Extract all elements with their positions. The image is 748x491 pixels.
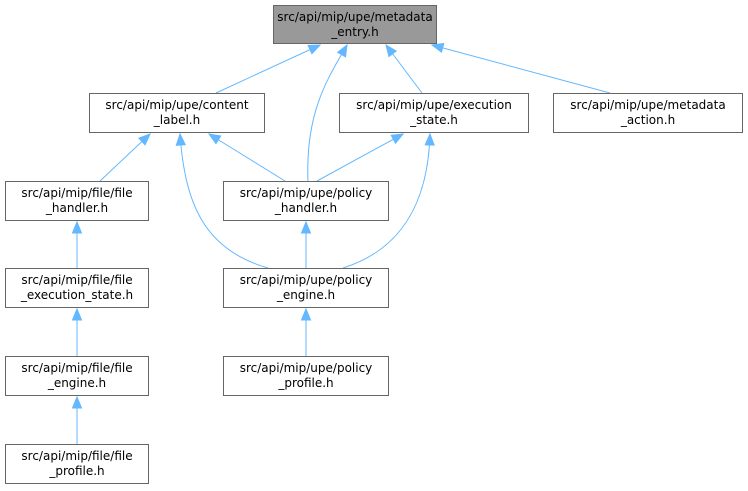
edge-execution_state-to-metadata_entry [385,43,423,94]
node-label-line: src/api/mip/upe/policy [239,186,373,200]
node-metadata-entry: src/api/mip/upe/metadata_entry.h [273,5,437,44]
edge-line [179,133,269,269]
node-policy-handler[interactable]: src/api/mip/upe/policy_handler.h [223,181,389,221]
node-label-line: _engine.h [276,288,336,302]
edge-policy_engine-to-content_label [175,132,269,269]
node-file-profile[interactable]: src/api/mip/file/file_profile.h [5,444,149,484]
node-label-line: _state.h [410,113,458,127]
node-policy-profile[interactable]: src/api/mip/upe/policy_profile.h [223,356,389,396]
node-content-label[interactable]: src/api/mip/upe/content_label.h [89,93,265,133]
edge-content_label-to-metadata_entry [215,44,322,94]
edge-arrowhead [300,220,312,234]
edge-policy_engine-to-execution_state [342,132,435,269]
edge-arrowhead [336,43,348,58]
node-label-line: src/api/mip/upe/execution [356,98,512,112]
node-label-line: _handler.h [274,201,338,215]
node-policy-engine[interactable]: src/api/mip/upe/policy_engine.h [223,268,389,308]
node-label-line: _handler.h [45,201,109,215]
edge-arrowhead [175,132,187,146]
node-metadata-action[interactable]: src/api/mip/upe/metadata_action.h [553,93,743,133]
edge-arrowhead [385,43,398,58]
node-label-line: src/api/mip/upe/policy [239,361,373,375]
edge-line [431,44,611,94]
node-label-line: _engine.h [47,376,107,390]
node-label-line: src/api/mip/upe/metadata [277,9,433,24]
edge-line [316,133,404,182]
node-label-line: _profile.h [278,376,334,390]
edge-file_engine-to-file_execution_state [71,307,83,356]
edge-arrowhead [307,44,322,55]
edge-file_handler-to-content_label [99,133,151,182]
edge-line [342,133,431,269]
edge-arrowhead [207,133,222,145]
edge-arrowhead [424,132,435,146]
node-label-line: _label.h [153,113,201,127]
edge-metadata_action-to-metadata_entry [430,42,611,94]
node-label-line: src/api/mip/upe/content [105,98,249,112]
node-file-execution-state[interactable]: src/api/mip/file/file_execution_state.h [5,268,149,308]
node-label-line: _entry.h [331,24,379,39]
edge-arrowhead [71,395,83,409]
node-label-line: src/api/mip/file/file [21,273,133,287]
edge-line [307,44,348,182]
edge-policy_profile-to-policy_engine [300,307,312,356]
edge-arrowhead [390,133,405,145]
node-label-line: src/api/mip/upe/policy [239,273,373,287]
node-label-line: src/api/mip/file/file [21,449,133,463]
node-label-line: _execution_state.h [20,288,134,302]
edge-policy_handler-to-execution_state [316,133,405,182]
edge-policy_handler-to-content_label [207,133,286,182]
node-label-line: src/api/mip/file/file [21,186,133,200]
edge-arrowhead [430,42,445,54]
node-label-line: _profile.h [49,464,105,478]
node-execution-state[interactable]: src/api/mip/upe/execution_state.h [339,93,529,133]
node-label-line: src/api/mip/upe/metadata [570,98,726,112]
node-label-line: _action.h [620,113,676,127]
edge-arrowhead [300,307,312,321]
node-file-engine[interactable]: src/api/mip/file/file_engine.h [5,356,149,396]
edge-policy_engine-to-policy_handler [300,220,312,268]
node-file-handler[interactable]: src/api/mip/file/file_handler.h [5,181,149,221]
edge-line [215,44,321,94]
edge-line [208,133,286,182]
edge-arrowhead [71,307,83,321]
edge-policy_handler-to-metadata_entry [307,43,348,182]
node-label-line: src/api/mip/file/file [21,361,133,375]
edge-file_execution_state-to-file_handler [71,220,83,268]
edge-arrowhead [138,133,151,146]
edge-arrowhead [71,220,83,234]
edge-file_profile-to-file_engine [71,395,83,444]
